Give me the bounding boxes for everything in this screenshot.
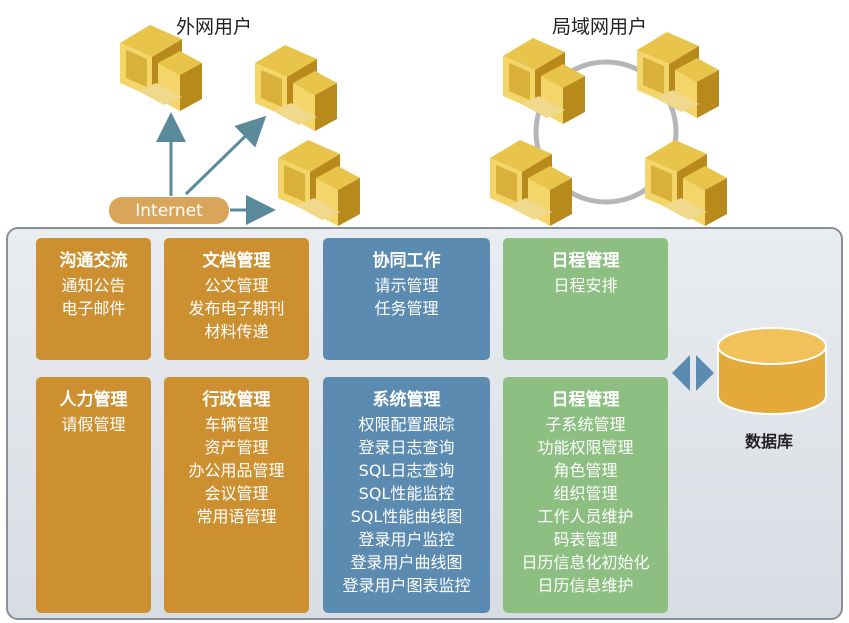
- module-item: 子系统管理: [545, 415, 626, 434]
- module-item: 权限配置跟踪: [358, 415, 455, 434]
- module-card: 沟通交流通知公告电子邮件: [36, 238, 151, 360]
- network-diagram: [120, 25, 727, 226]
- module-item: 通知公告: [61, 276, 126, 295]
- computer-icon: [503, 38, 585, 124]
- module-item: 电子邮件: [61, 299, 126, 318]
- module-item: 会议管理: [204, 484, 269, 503]
- arrow-right-icon: [696, 355, 714, 391]
- database-label: 数据库: [745, 432, 794, 451]
- arrow-left-icon: [672, 355, 690, 391]
- database-icon: [717, 327, 827, 365]
- module-item: 资产管理: [204, 438, 269, 457]
- module-item: 登录日志查询: [358, 438, 455, 457]
- module-title: 文档管理: [202, 251, 271, 271]
- module-item: SQL性能曲线图: [350, 507, 463, 526]
- module-title: 行政管理: [202, 390, 271, 410]
- computer-icon: [120, 25, 202, 111]
- module-item: 任务管理: [374, 299, 439, 318]
- module-item: 角色管理: [553, 461, 618, 480]
- module-title: 沟通交流: [59, 251, 128, 271]
- module-item: SQL性能监控: [358, 484, 455, 503]
- module-item: 公文管理: [204, 276, 269, 295]
- module-title: 协同工作: [372, 251, 441, 271]
- module-card: 文档管理公文管理发布电子期刊材料传递: [164, 238, 309, 360]
- module-item: 登录用户曲线图: [350, 553, 463, 572]
- computer-icon: [278, 140, 360, 226]
- module-title: 系统管理: [372, 390, 441, 410]
- module-item: 工作人员维护: [537, 507, 634, 526]
- module-title: 人力管理: [59, 390, 128, 410]
- external-users-label: 外网用户: [176, 16, 253, 38]
- module-item: 组织管理: [553, 484, 618, 503]
- module-card: 系统管理权限配置跟踪登录日志查询 SQL日志查询 SQL性能监控 SQL性能曲线图登录…: [323, 377, 490, 613]
- module-item: 日历信息维护: [537, 576, 634, 595]
- module-item: 码表管理: [553, 530, 618, 549]
- computer-icon: [255, 45, 337, 131]
- module-item: 登录用户图表监控: [342, 576, 471, 595]
- internet-label: Internet: [109, 197, 229, 224]
- module-item: 车辆管理: [204, 415, 269, 434]
- module-card: 日程管理子系统管理功能权限管理角色管理组织管理工作人员维护码表管理日历信息化初始…: [503, 377, 668, 613]
- module-item: SQL日志查询: [358, 461, 455, 480]
- module-item: 请示管理: [374, 276, 439, 295]
- lan-users-label: 局域网用户: [552, 16, 648, 38]
- module-title: 日程管理: [551, 251, 620, 271]
- module-card: 日程管理日程安排: [503, 238, 668, 360]
- module-card: 人力管理请假管理: [36, 377, 151, 613]
- module-item: 发布电子期刊: [188, 299, 285, 318]
- module-item: 日程安排: [553, 276, 618, 295]
- module-card: 协同工作请示管理任务管理: [323, 238, 490, 360]
- module-item: 功能权限管理: [537, 438, 634, 457]
- module-item: 材料传递: [204, 322, 269, 341]
- computer-icon: [490, 140, 572, 226]
- module-title: 日程管理: [551, 390, 620, 410]
- module-item: 常用语管理: [196, 507, 277, 526]
- module-item: 请假管理: [61, 415, 126, 434]
- database-diagram: [672, 327, 827, 415]
- module-item: 日历信息化初始化: [521, 553, 650, 572]
- module-card: 行政管理车辆管理资产管理办公用品管理会议管理常用语管理: [164, 377, 309, 613]
- module-item: 登录用户监控: [358, 530, 455, 549]
- computer-icon: [645, 140, 727, 226]
- module-item: 办公用品管理: [188, 461, 285, 480]
- computer-icon: [637, 32, 719, 118]
